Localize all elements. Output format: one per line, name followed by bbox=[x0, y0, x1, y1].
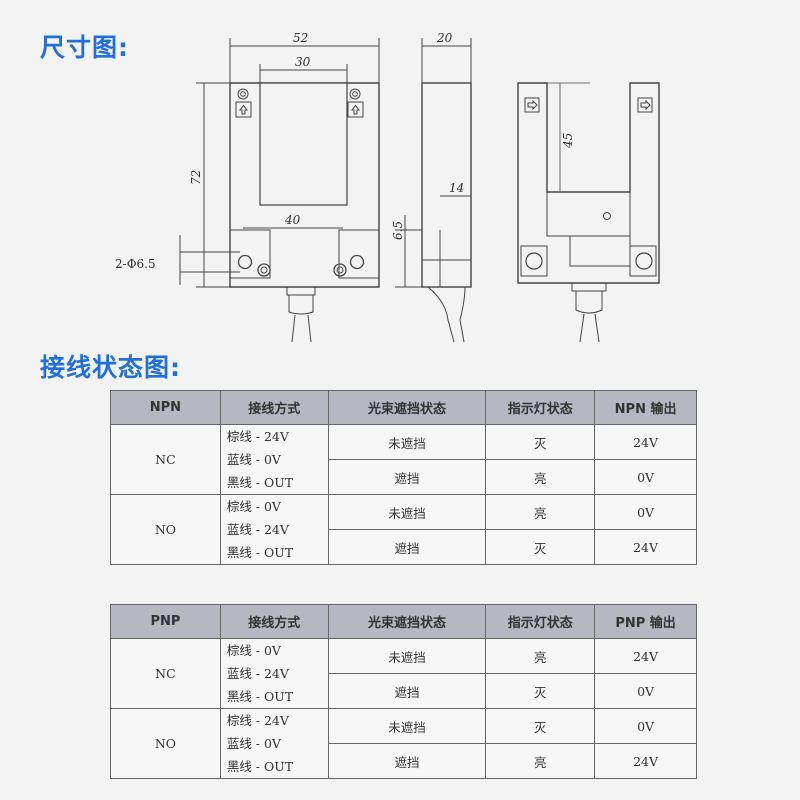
dim-label-72: 72 bbox=[189, 170, 203, 185]
table-row: NC 棕线 - 24V 蓝线 - 0V 黑线 - OUT 未遮挡 灭 24V bbox=[110, 424, 697, 495]
output-cell: 24V bbox=[594, 529, 697, 565]
wire-brown: 棕线 - 0V bbox=[226, 499, 281, 514]
wire-brown: 棕线 - 24V bbox=[226, 429, 289, 444]
table-row: 遮挡 灭 0V bbox=[111, 673, 697, 709]
pnp-header-led: 指示灯状态 bbox=[485, 604, 596, 639]
side-view bbox=[395, 38, 472, 343]
dim-label-6-5: 6.5 bbox=[391, 221, 405, 240]
led-cell: 亮 bbox=[485, 638, 596, 674]
wire-blue: 蓝线 - 0V bbox=[226, 452, 281, 467]
npn-header-type: NPN bbox=[110, 390, 221, 425]
table-row: 遮挡 亮 0V bbox=[111, 459, 697, 495]
npn-header-beam: 光束遮挡状态 bbox=[327, 390, 487, 425]
pnp-table: PNP 接线方式 光束遮挡状态 指示灯状态 PNP 输出 NC 棕线 - 0V … bbox=[110, 604, 697, 779]
dimension-drawing: 52 30 72 40 6.5 2-Φ6.5 20 14 45 bbox=[115, 31, 660, 343]
npn-header-output: NPN 输出 bbox=[594, 390, 697, 425]
output-cell: 0V bbox=[594, 459, 697, 495]
dim-label-30: 30 bbox=[295, 55, 311, 69]
dim-label-20: 20 bbox=[436, 31, 453, 45]
rear-view bbox=[517, 82, 660, 343]
beam-cell: 未遮挡 bbox=[327, 708, 487, 744]
dim-label-14: 14 bbox=[449, 181, 464, 195]
led-cell: 亮 bbox=[485, 494, 596, 530]
pnp-header-output: PNP 输出 bbox=[594, 604, 697, 639]
npn-header-wiring: 接线方式 bbox=[219, 390, 329, 425]
pnp-header-type: PNP bbox=[110, 604, 221, 639]
wire-black: 黑线 - OUT bbox=[226, 689, 294, 704]
dim-label-52: 52 bbox=[293, 31, 308, 45]
beam-cell: 未遮挡 bbox=[327, 494, 487, 530]
wire-blue: 蓝线 - 24V bbox=[226, 666, 289, 681]
dimension-section-title: 尺寸图: bbox=[40, 33, 129, 62]
front-view bbox=[179, 38, 380, 343]
beam-cell: 遮挡 bbox=[327, 743, 487, 779]
output-cell: 0V bbox=[594, 494, 697, 530]
wiring-cell: 棕线 - 0V 蓝线 - 24V 黑线 - OUT bbox=[219, 494, 329, 565]
beam-cell: 遮挡 bbox=[327, 529, 487, 565]
output-cell: 24V bbox=[594, 743, 697, 779]
wire-black: 黑线 - OUT bbox=[226, 545, 294, 560]
led-cell: 灭 bbox=[485, 708, 596, 744]
wire-brown: 棕线 - 0V bbox=[226, 643, 281, 658]
table-row: 遮挡 灭 24V bbox=[111, 529, 697, 565]
table-row: NC 棕线 - 0V 蓝线 - 24V 黑线 - OUT 未遮挡 亮 24V bbox=[110, 638, 697, 709]
table-row: 遮挡 亮 24V bbox=[111, 743, 697, 779]
table-row: NO 棕线 - 24V 蓝线 - 0V 黑线 - OUT 未遮挡 灭 0V bbox=[110, 708, 697, 779]
mode-cell: NC bbox=[110, 424, 221, 495]
wiring-section-title: 接线状态图: bbox=[40, 353, 181, 382]
led-cell: 灭 bbox=[485, 424, 596, 460]
dim-label-40: 40 bbox=[284, 213, 301, 227]
mode-cell: NO bbox=[110, 708, 221, 779]
beam-cell: 遮挡 bbox=[327, 459, 487, 495]
led-cell: 亮 bbox=[485, 743, 596, 779]
pnp-header-beam: 光束遮挡状态 bbox=[327, 604, 487, 639]
led-cell: 灭 bbox=[485, 673, 596, 709]
beam-cell: 遮挡 bbox=[327, 673, 487, 709]
wiring-cell: 棕线 - 24V 蓝线 - 0V 黑线 - OUT bbox=[219, 708, 329, 779]
output-cell: 0V bbox=[594, 708, 697, 744]
led-cell: 亮 bbox=[485, 459, 596, 495]
wiring-cell: 棕线 - 0V 蓝线 - 24V 黑线 - OUT bbox=[219, 638, 329, 709]
wire-blue: 蓝线 - 0V bbox=[226, 736, 281, 751]
beam-cell: 未遮挡 bbox=[327, 424, 487, 460]
output-cell: 0V bbox=[594, 673, 697, 709]
wire-brown: 棕线 - 24V bbox=[226, 713, 289, 728]
wire-black: 黑线 - OUT bbox=[226, 475, 294, 490]
beam-cell: 未遮挡 bbox=[327, 638, 487, 674]
wiring-cell: 棕线 - 24V 蓝线 - 0V 黑线 - OUT bbox=[219, 424, 329, 495]
dim-label-2phi: 2-Φ6.5 bbox=[115, 257, 156, 271]
led-cell: 灭 bbox=[485, 529, 596, 565]
npn-header-led: 指示灯状态 bbox=[485, 390, 596, 425]
pnp-header-wiring: 接线方式 bbox=[219, 604, 329, 639]
output-cell: 24V bbox=[594, 424, 697, 460]
wire-black: 黑线 - OUT bbox=[226, 759, 294, 774]
output-cell: 24V bbox=[594, 638, 697, 674]
mode-cell: NC bbox=[110, 638, 221, 709]
mode-cell: NO bbox=[110, 494, 221, 565]
table-row: NO 棕线 - 0V 蓝线 - 24V 黑线 - OUT 未遮挡 亮 0V bbox=[110, 494, 697, 565]
dim-label-45: 45 bbox=[561, 133, 575, 149]
npn-table: NPN 接线方式 光束遮挡状态 指示灯状态 NPN 输出 NC 棕线 - 24V… bbox=[110, 390, 697, 565]
wire-blue: 蓝线 - 24V bbox=[226, 522, 289, 537]
